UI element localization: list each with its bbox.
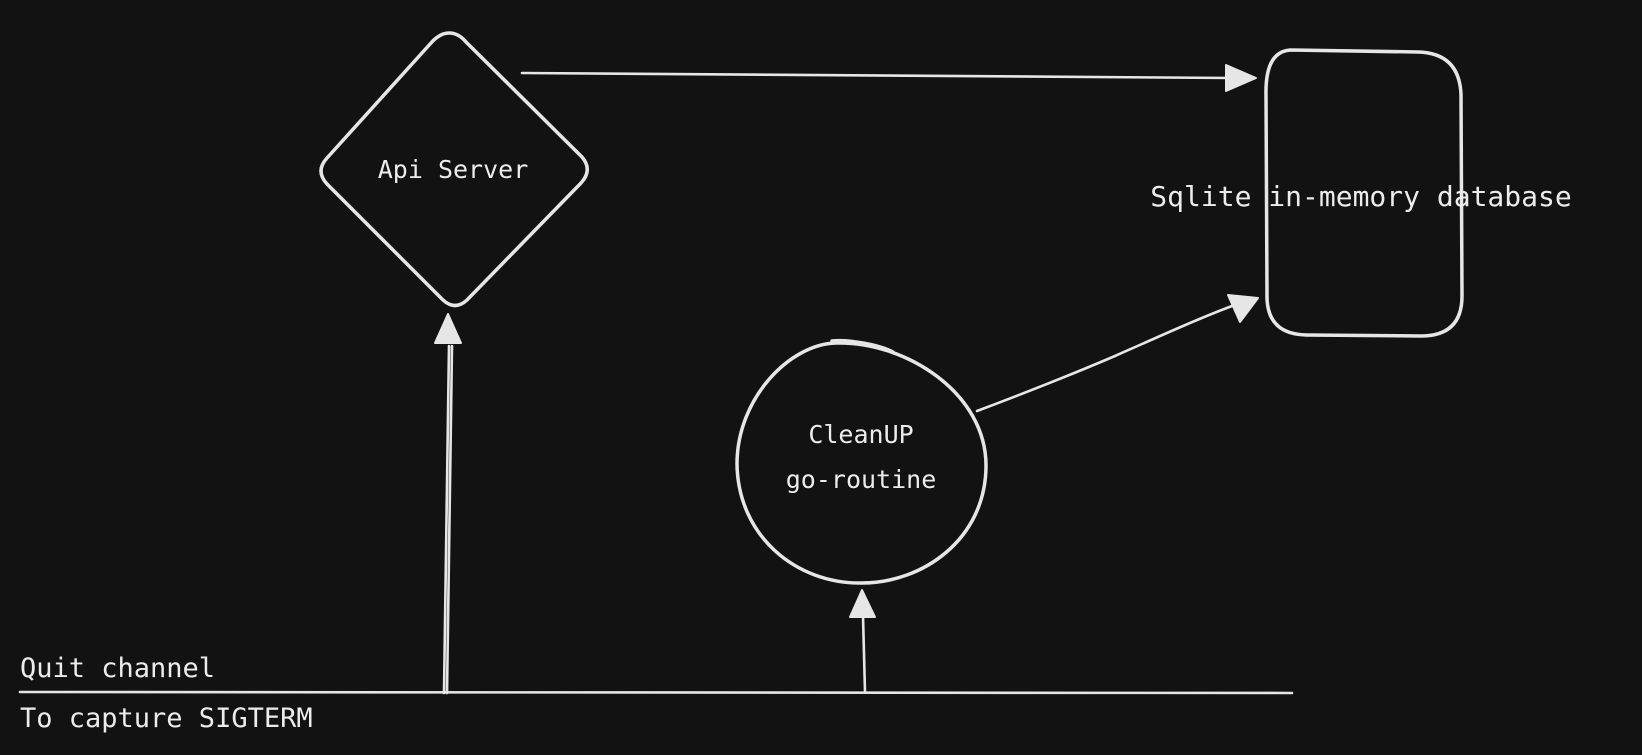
quit-channel-line [18, 690, 1294, 695]
quit-channel[interactable]: Quit channel To capture SIGTERM [18, 653, 1294, 734]
arrow-api-to-database-line [520, 71, 1234, 80]
arrow-channel-to-cleanup-head [849, 589, 876, 618]
arrow-api-to-database-head [1225, 64, 1257, 92]
cleanup-label-line2: go-routine [786, 465, 937, 494]
api-server-node[interactable]: Api Server [319, 31, 589, 308]
arrow-channel-to-api-head [434, 313, 462, 344]
cleanup-label-line1: CleanUP [808, 420, 913, 449]
database-label: Sqlite in-memory database [1150, 180, 1571, 213]
cleanup-node[interactable]: CleanUP go-routine [735, 338, 988, 585]
api-server-diamond [319, 31, 589, 308]
arrow-channel-to-cleanup[interactable] [849, 589, 876, 694]
arrow-channel-to-api-line [442, 344, 454, 695]
arrow-cleanup-to-database-head [1227, 294, 1259, 323]
cleanup-circle [735, 338, 988, 585]
api-server-label: Api Server [378, 155, 529, 184]
quit-channel-title: Quit channel [20, 653, 215, 684]
arrow-cleanup-to-database[interactable] [975, 294, 1259, 413]
quit-channel-subtitle: To capture SIGTERM [20, 703, 313, 734]
arrow-channel-to-cleanup-line [861, 614, 867, 694]
arrow-channel-to-api[interactable] [434, 313, 462, 695]
database-box [1264, 48, 1464, 338]
arrow-cleanup-to-database-line [975, 304, 1234, 413]
database-node[interactable]: Sqlite in-memory database [1150, 48, 1572, 338]
arrow-api-to-database[interactable] [520, 64, 1257, 92]
